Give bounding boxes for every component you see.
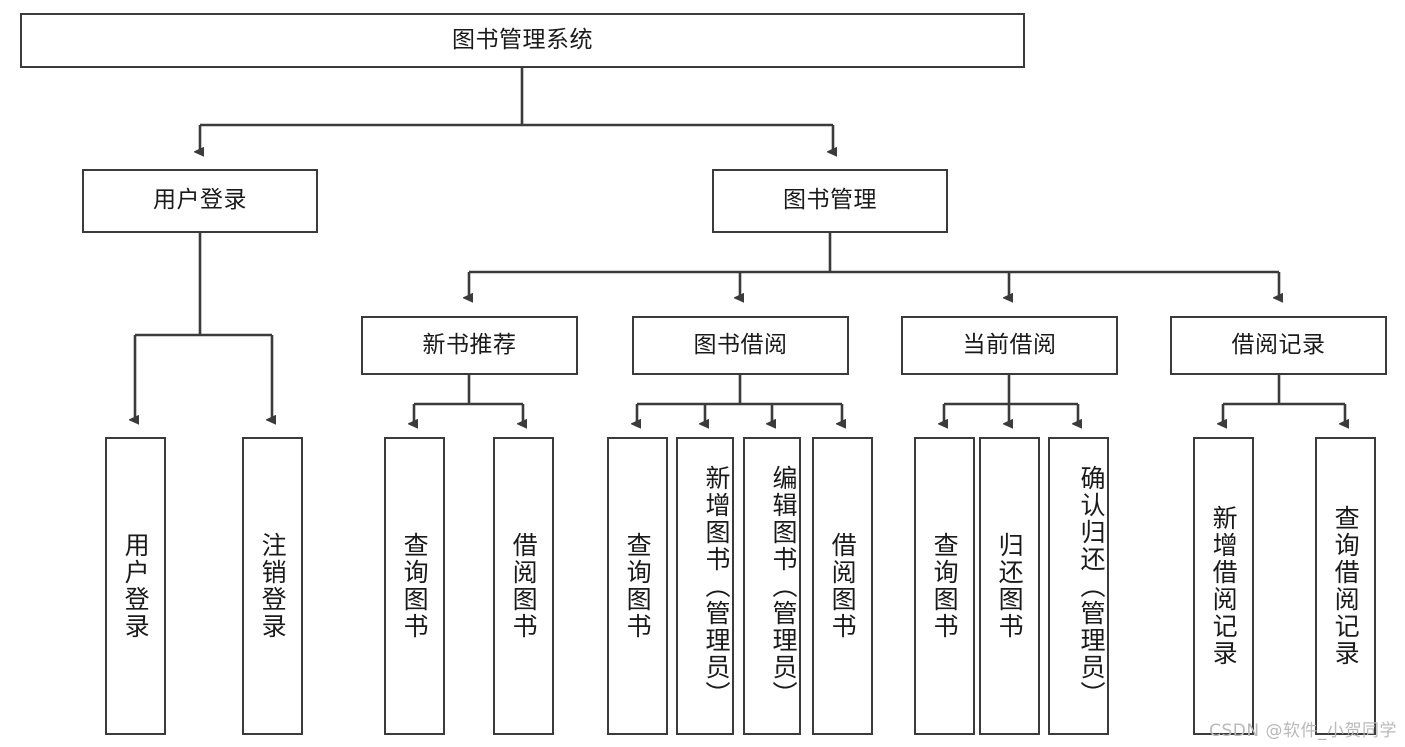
node-label: 借阅记录: [1231, 331, 1326, 358]
watermark: CSDN @软件_小贺同学: [1209, 721, 1397, 741]
node-label: 图书借阅: [693, 331, 788, 358]
node-label: 图书管理系统: [452, 26, 593, 53]
leaf-logout[interactable]: 注销登录: [242, 437, 303, 735]
node-label: 用户登录: [121, 532, 151, 640]
node-label: 注销登录: [258, 532, 288, 640]
node-user-login[interactable]: 用户登录: [82, 169, 318, 233]
leaf-confirm-return-admin[interactable]: 确认归还（管理员）: [1048, 437, 1109, 735]
node-borrow-record[interactable]: 借阅记录: [1170, 316, 1387, 375]
node-book-management[interactable]: 图书管理: [712, 169, 948, 233]
leaf-query-book-recommend[interactable]: 查询图书: [384, 437, 445, 735]
node-new-book-recommend[interactable]: 新书推荐: [361, 316, 578, 375]
leaf-return-book[interactable]: 归还图书: [979, 437, 1040, 735]
leaf-query-book-borrow[interactable]: 查询图书: [607, 437, 668, 735]
node-current-borrow[interactable]: 当前借阅: [901, 316, 1118, 375]
leaf-add-book-admin[interactable]: 新增图书（管理员）: [676, 437, 734, 735]
node-label: 新增图书（管理员）: [702, 464, 731, 708]
leaf-query-borrow-record[interactable]: 查询借阅记录: [1315, 437, 1376, 735]
leaf-query-book-current[interactable]: 查询图书: [914, 437, 975, 735]
node-label: 确认归还（管理员）: [1077, 464, 1106, 708]
node-book-borrow[interactable]: 图书借阅: [632, 316, 849, 375]
leaf-borrow-book-recommend[interactable]: 借阅图书: [493, 437, 554, 735]
node-label: 归还图书: [995, 532, 1025, 640]
node-label: 借阅图书: [509, 532, 539, 640]
node-label: 编辑图书（管理员）: [769, 464, 798, 708]
node-label: 新增借阅记录: [1209, 505, 1239, 667]
node-label: 查询图书: [930, 532, 960, 640]
node-label: 查询图书: [400, 532, 430, 640]
leaf-user-login[interactable]: 用户登录: [105, 437, 166, 735]
node-label: 查询图书: [623, 532, 653, 640]
node-label: 查询借阅记录: [1331, 505, 1361, 667]
node-label: 新书推荐: [422, 331, 517, 358]
leaf-add-borrow-record[interactable]: 新增借阅记录: [1193, 437, 1254, 735]
node-root-book-management-system[interactable]: 图书管理系统: [20, 13, 1025, 68]
node-label: 当前借阅: [962, 331, 1057, 358]
node-label: 用户登录: [153, 187, 247, 214]
node-label: 借阅图书: [828, 532, 858, 640]
leaf-borrow-book[interactable]: 借阅图书: [812, 437, 873, 735]
leaf-edit-book-admin[interactable]: 编辑图书（管理员）: [743, 437, 801, 735]
node-label: 图书管理: [783, 187, 877, 214]
